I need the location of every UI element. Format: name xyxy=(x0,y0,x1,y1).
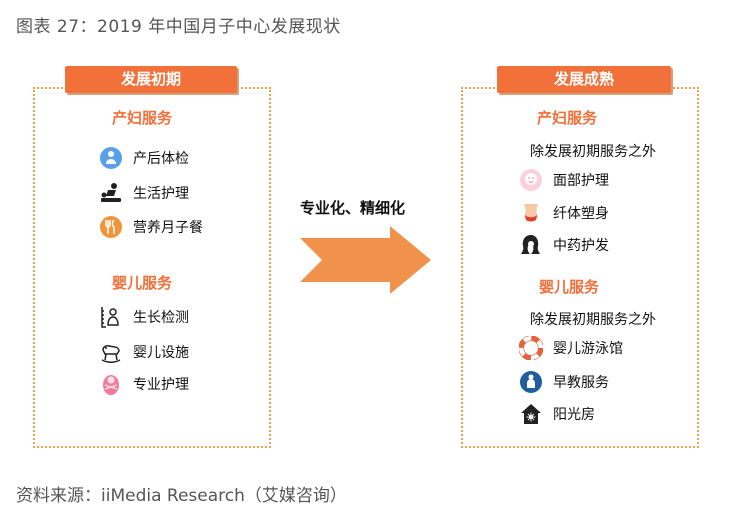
transition-arrow xyxy=(300,226,431,294)
item-label: 婴儿游泳馆 xyxy=(553,341,623,357)
mature-infant-item: 婴儿游泳馆 xyxy=(519,336,623,360)
mature-maternal-item: 纤体塑身 xyxy=(519,201,609,225)
mature-maternal-note: 除发展初期服务之外 xyxy=(530,144,656,160)
swim-ring-icon xyxy=(519,336,543,360)
checkup-icon xyxy=(99,146,123,170)
item-label: 早教服务 xyxy=(553,375,609,391)
early-maternal-title: 产妇服务 xyxy=(112,109,173,127)
facial-icon xyxy=(519,168,543,192)
early-infant-title: 婴儿服务 xyxy=(112,274,173,292)
mature-maternal-item: 中药护发 xyxy=(519,233,609,257)
transition-label: 专业化、精细化 xyxy=(300,199,406,217)
meal-icon xyxy=(99,215,123,239)
mature-infant-item: 早教服务 xyxy=(519,370,609,394)
item-label: 面部护理 xyxy=(553,173,609,189)
early-maternal-item: 营养月子餐 xyxy=(99,215,203,239)
item-label: 生长检测 xyxy=(133,310,189,326)
mature-maternal-item: 面部护理 xyxy=(519,168,609,192)
item-label: 专业护理 xyxy=(133,377,189,393)
body-shaping-icon xyxy=(519,201,543,225)
item-label: 中药护发 xyxy=(553,238,609,254)
growth-icon xyxy=(99,305,123,329)
early-infant-item: 生长检测 xyxy=(99,305,189,329)
item-label: 营养月子餐 xyxy=(133,220,203,236)
mature-stage-header: 发展成熟 xyxy=(497,66,671,93)
early-maternal-item: 生活护理 xyxy=(99,181,189,205)
early-stage-header: 发展初期 xyxy=(65,66,237,93)
item-label: 婴儿设施 xyxy=(133,345,189,361)
item-label: 产后体检 xyxy=(133,151,189,167)
sunroom-icon xyxy=(519,402,543,426)
rocking-horse-icon xyxy=(99,340,123,364)
figure-source: 资料来源：iiMedia Research（艾媒咨询） xyxy=(16,486,347,506)
mature-infant-note: 除发展初期服务之外 xyxy=(530,312,656,328)
item-label: 阳光房 xyxy=(553,407,595,423)
early-education-icon xyxy=(519,370,543,394)
massage-icon xyxy=(99,181,123,205)
mature-infant-title: 婴儿服务 xyxy=(539,278,600,296)
early-infant-item: 专业护理 xyxy=(99,372,189,396)
swaddled-baby-icon xyxy=(99,372,123,396)
early-infant-item: 婴儿设施 xyxy=(99,340,189,364)
figure-caption: 图表 27：2019 年中国月子中心发展现状 xyxy=(16,17,341,37)
mature-infant-item: 阳光房 xyxy=(519,402,595,426)
hair-care-icon xyxy=(519,233,543,257)
early-maternal-item: 产后体检 xyxy=(99,146,189,170)
mature-maternal-title: 产妇服务 xyxy=(537,109,598,127)
item-label: 生活护理 xyxy=(133,186,189,202)
item-label: 纤体塑身 xyxy=(553,206,609,222)
